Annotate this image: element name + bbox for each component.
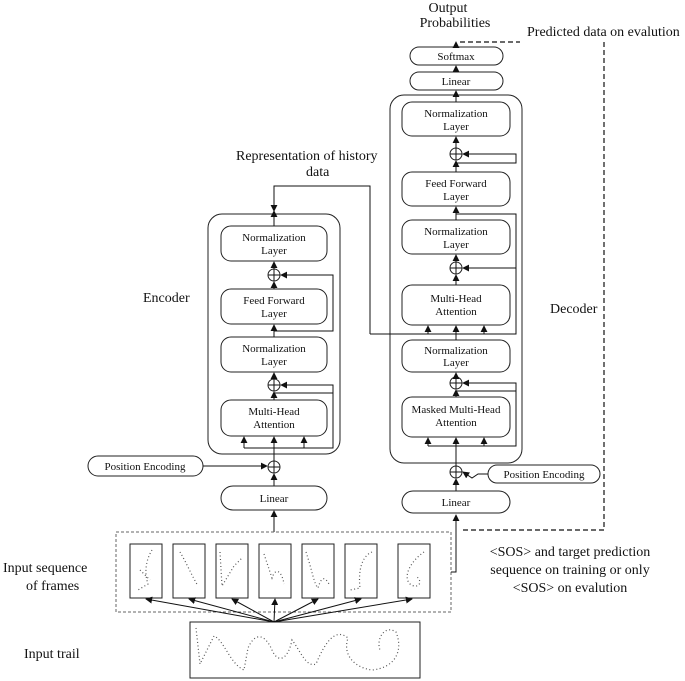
encoder-title: Encoder bbox=[143, 291, 190, 306]
trail-to-frames-arrows bbox=[145, 596, 413, 623]
encoder-multihead-attention: Multi-Head Attention bbox=[220, 399, 328, 437]
decoder-linear-bottom-label: Linear bbox=[442, 497, 471, 509]
input-sequence-line1: Input sequence bbox=[3, 561, 87, 576]
encoder-norm-low-l2: Layer bbox=[261, 356, 287, 368]
decoder-title: Decoder bbox=[550, 302, 598, 317]
decoder-norm-top-l1: Normalization bbox=[424, 108, 488, 120]
decoder-norm-mid: Normalization Layer bbox=[401, 219, 511, 255]
encoder-feed-forward: Feed Forward Layer bbox=[220, 288, 328, 325]
decoder-ff-l2: Layer bbox=[443, 191, 469, 203]
decoder-add-1 bbox=[449, 147, 463, 161]
decoder-norm-low-l2: Layer bbox=[443, 357, 469, 369]
frame-2 bbox=[172, 543, 206, 599]
frame-7 bbox=[397, 543, 431, 599]
decoder-masked-l2: Attention bbox=[435, 417, 477, 429]
history-label-line2: data bbox=[306, 165, 330, 180]
encoder-norm-low-l1: Normalization bbox=[242, 343, 306, 355]
encoder-norm-low: Normalization Layer bbox=[220, 336, 328, 373]
output-title-line1: Output bbox=[429, 1, 468, 16]
predicted-label: Predicted data on evalution bbox=[527, 25, 680, 40]
frame-5 bbox=[301, 543, 335, 599]
decoder-pos-enc-label: Position Encoding bbox=[504, 469, 585, 481]
sos-note-line3: <SOS> on evalution bbox=[513, 581, 628, 596]
decoder-multihead-attention: Multi-Head Attention bbox=[401, 284, 511, 326]
decoder-position-encoding: Position Encoding bbox=[487, 464, 601, 484]
input-sequence-line2: of frames bbox=[26, 579, 79, 594]
decoder-add-3 bbox=[449, 376, 463, 390]
encoder-ff-l1: Feed Forward bbox=[243, 295, 305, 307]
input-trail-label: Input trail bbox=[24, 647, 80, 662]
encoder-ff-l2: Layer bbox=[261, 308, 287, 320]
encoder-mha-l2: Attention bbox=[253, 419, 295, 431]
decoder-norm-top: Normalization Layer bbox=[401, 101, 511, 137]
decoder-masked-l1: Masked Multi-Head bbox=[412, 404, 501, 416]
predicted-dash-loop bbox=[460, 42, 605, 531]
softmax-label: Softmax bbox=[437, 51, 475, 63]
decoder-mha-l2: Attention bbox=[435, 306, 477, 318]
decoder-ff-l1: Feed Forward bbox=[425, 178, 487, 190]
encoder-norm-top-l1: Normalization bbox=[242, 232, 306, 244]
sos-note-line2: sequence on training or only bbox=[490, 563, 649, 578]
encoder-add-1 bbox=[267, 268, 281, 282]
input-trail-box bbox=[189, 621, 421, 679]
decoder-norm-top-l2: Layer bbox=[443, 121, 469, 133]
encoder-position-encoding: Position Encoding bbox=[87, 455, 204, 477]
decoder-linear-top: Linear bbox=[409, 71, 504, 91]
frame-1 bbox=[129, 543, 163, 599]
history-label-line1: Representation of history bbox=[236, 149, 378, 164]
decoder-masked-attention: Masked Multi-Head Attention bbox=[401, 396, 511, 438]
decoder-norm-mid-l2: Layer bbox=[443, 239, 469, 251]
frame-4 bbox=[258, 543, 292, 599]
output-title-line2: Probabilities bbox=[420, 16, 491, 31]
decoder-linear-bottom: Linear bbox=[401, 490, 511, 514]
decoder-feed-forward: Feed Forward Layer bbox=[401, 171, 511, 207]
encoder-add-2 bbox=[267, 378, 281, 392]
encoder-mha-l1: Multi-Head bbox=[248, 406, 300, 418]
encoder-linear-label: Linear bbox=[260, 493, 289, 505]
encoder-norm-top-l2: Layer bbox=[261, 245, 287, 257]
linear-top-label: Linear bbox=[442, 76, 471, 88]
decoder-norm-mid-l1: Normalization bbox=[424, 226, 488, 238]
decoder-add-pos bbox=[449, 465, 463, 479]
decoder-add-2 bbox=[449, 261, 463, 275]
encoder-pos-enc-label: Position Encoding bbox=[105, 461, 186, 473]
frame-6 bbox=[344, 543, 378, 599]
decoder-norm-low-l1: Normalization bbox=[424, 345, 488, 357]
encoder-add-pos bbox=[267, 460, 281, 474]
encoder-norm-top: Normalization Layer bbox=[220, 225, 328, 262]
decoder-mha-l1: Multi-Head bbox=[430, 293, 482, 305]
decoder-norm-low: Normalization Layer bbox=[401, 339, 511, 373]
frame-3 bbox=[215, 543, 249, 599]
softmax-block: Softmax bbox=[409, 46, 504, 66]
encoder-linear: Linear bbox=[220, 485, 328, 511]
sos-note-line1: <SOS> and target prediction bbox=[490, 545, 651, 560]
